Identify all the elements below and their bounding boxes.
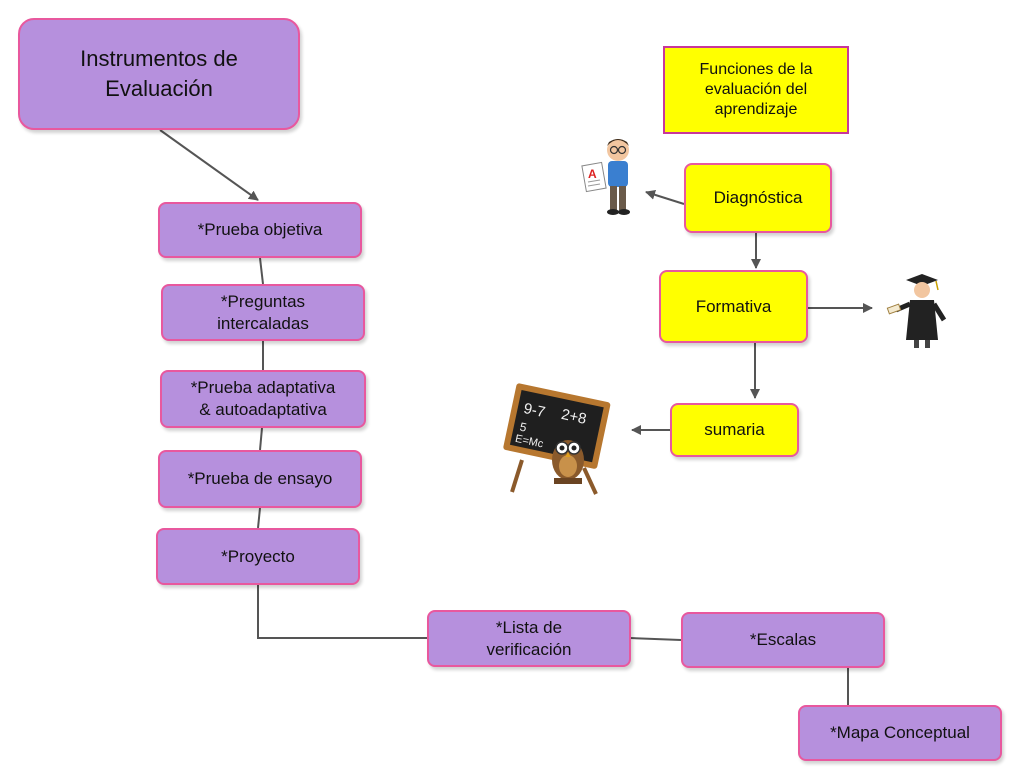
escalas-label: *Escalas bbox=[749, 630, 817, 649]
prueba-adaptativa-box: *Prueba adaptativa & autoadaptativa bbox=[160, 370, 366, 428]
prueba-objetiva-label: *Prueba objetiva bbox=[197, 220, 323, 239]
prueba-ensayo-label: *Prueba de ensayo bbox=[187, 469, 333, 488]
svg-text:2+8: 2+8 bbox=[560, 406, 588, 428]
prueba-adaptativa-label: *Prueba adaptativa & autoadaptativa bbox=[190, 378, 336, 419]
diagnostica-box: Diagnóstica bbox=[684, 163, 832, 233]
svg-text:5: 5 bbox=[518, 420, 528, 435]
svg-text:E=Mc: E=Mc bbox=[514, 433, 545, 451]
connector-title-to-prueba-objetiva bbox=[159, 129, 259, 201]
prueba-ensayo-box: *Prueba de ensayo bbox=[158, 450, 362, 508]
svg-text:9-7: 9-7 bbox=[522, 400, 547, 421]
funciones-title-box: Funciones de la evaluación del aprendiza… bbox=[663, 46, 849, 134]
lista-verificacion-label: *Lista de verificación bbox=[486, 617, 572, 659]
formativa-label: Formativa bbox=[695, 296, 772, 316]
formativa-box: Formativa bbox=[659, 270, 808, 343]
connector-objetiva-preguntas bbox=[259, 257, 264, 285]
connector-lista-escalas bbox=[629, 637, 682, 641]
graduate-clipart bbox=[886, 274, 947, 348]
escalas-box: *Escalas bbox=[681, 612, 885, 668]
student-exam-clipart: A bbox=[581, 139, 630, 215]
instrumentos-title-box: Instrumentos de Evaluación bbox=[18, 18, 300, 130]
connector-adaptativa-ensayo bbox=[259, 427, 263, 451]
sumaria-label: sumaria bbox=[704, 420, 765, 439]
preguntas-intercaladas-label: *Preguntas intercaladas bbox=[217, 291, 309, 333]
diagnostica-label: Diagnóstica bbox=[713, 188, 803, 207]
lista-verificacion-box: *Lista de verificación bbox=[427, 610, 631, 667]
preguntas-intercaladas-box: *Preguntas intercaladas bbox=[161, 284, 365, 341]
prueba-objetiva-box: *Prueba objetiva bbox=[158, 202, 362, 258]
connector-ensayo-proyecto bbox=[257, 507, 261, 529]
connector-proyecto-lista bbox=[257, 585, 427, 639]
sumaria-box: sumaria bbox=[670, 403, 799, 457]
proyecto-label: *Proyecto bbox=[221, 546, 295, 566]
proyecto-box: *Proyecto bbox=[156, 528, 360, 585]
svg-text:A: A bbox=[588, 167, 597, 181]
chalkboard-owl-clipart: 9-7 2+8 5 E=Mc bbox=[503, 383, 611, 495]
instrumentos-title: Instrumentos de Evaluación bbox=[80, 46, 238, 101]
arrow-diagnostica-to-clipart bbox=[645, 189, 685, 205]
funciones-title: Funciones de la evaluación del aprendiza… bbox=[699, 61, 813, 118]
mapa-conceptual-label: *Mapa Conceptual bbox=[830, 723, 970, 742]
mapa-conceptual-box: *Mapa Conceptual bbox=[798, 705, 1002, 761]
